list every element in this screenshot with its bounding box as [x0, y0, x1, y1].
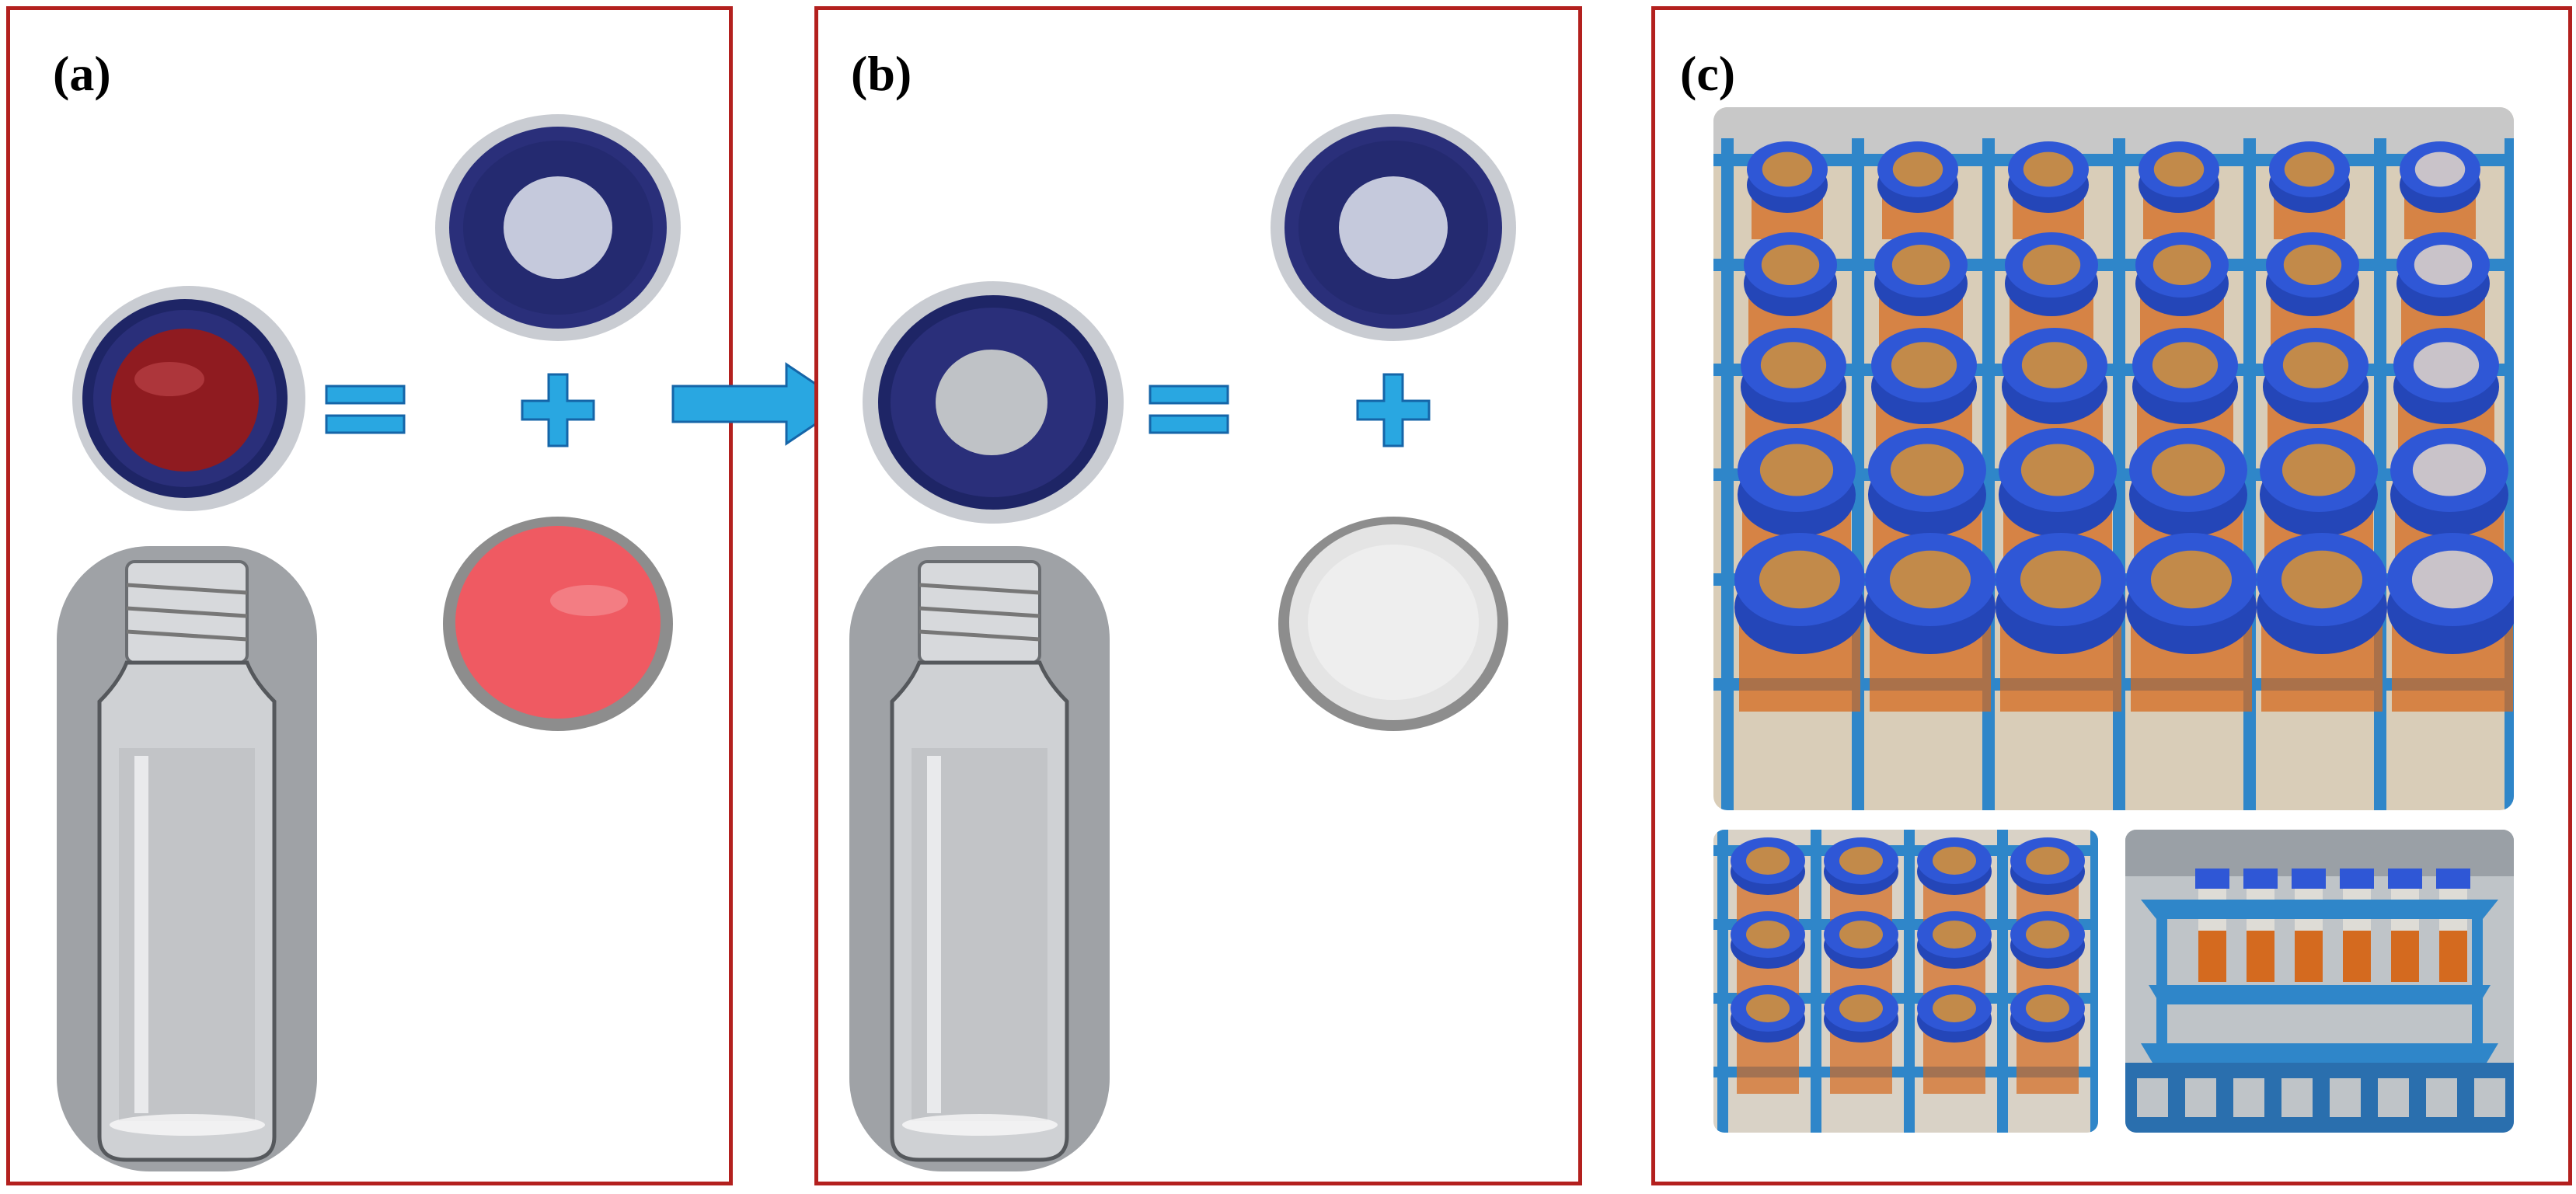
septum-white: [1278, 517, 1508, 731]
vial-cap: [2436, 869, 2470, 982]
panel-label-b: (b): [851, 46, 912, 101]
photo-vial-rack-closeup: [1713, 830, 2098, 1133]
vial-cap: [2400, 141, 2480, 239]
panel-label-c: (c): [1680, 46, 1736, 101]
vial-cap: [2393, 328, 2499, 466]
vial-cap: [1877, 141, 1958, 239]
cap-ring: [435, 114, 681, 341]
vial-cap: [1865, 533, 1996, 712]
vial-cap: [2387, 533, 2514, 712]
panel-b: (b): [814, 6, 1582, 1185]
glass-vial: [57, 546, 317, 1171]
vial-cap: [2008, 141, 2089, 239]
vial-cap: [2195, 869, 2229, 982]
vial-cap: [2139, 141, 2219, 239]
vial-cap: [2126, 533, 2257, 712]
panel-c: (c): [1651, 6, 2572, 1185]
equals-icon: [1149, 385, 1229, 434]
vial-cap: [2269, 141, 2350, 239]
glass-vial: [849, 546, 1110, 1171]
equals-icon: [325, 385, 406, 434]
cap-ring: [1271, 114, 1516, 341]
vial-cap: [1996, 533, 2126, 712]
assembled-cap-red-septum: [72, 286, 305, 511]
vial-cap: [1747, 141, 1828, 239]
vial-cap: [2257, 533, 2387, 712]
septum-red-pink: [443, 517, 673, 731]
vial-cap: [1917, 985, 1992, 1094]
vial-cap: [2340, 869, 2374, 982]
vial-cap: [1731, 985, 1805, 1094]
photo-vial-rack-top: [1713, 107, 2514, 810]
plus-icon: [1356, 373, 1431, 447]
assembled-cap-white-septum: [863, 281, 1124, 524]
panel-a: (a): [6, 6, 733, 1185]
vial-cap: [2002, 328, 2107, 466]
vial-cap: [2388, 869, 2422, 982]
vial-cap: [2243, 869, 2278, 982]
vial-cap: [2292, 869, 2326, 982]
panel-label-a: (a): [53, 46, 111, 101]
vial-cap: [2135, 232, 2229, 350]
vial-cap: [1824, 985, 1898, 1094]
vial-cap: [2010, 985, 2085, 1094]
plus-icon: [521, 373, 595, 447]
vial-cap: [1734, 533, 1865, 712]
photo-vial-rack-side: [2125, 830, 2514, 1133]
